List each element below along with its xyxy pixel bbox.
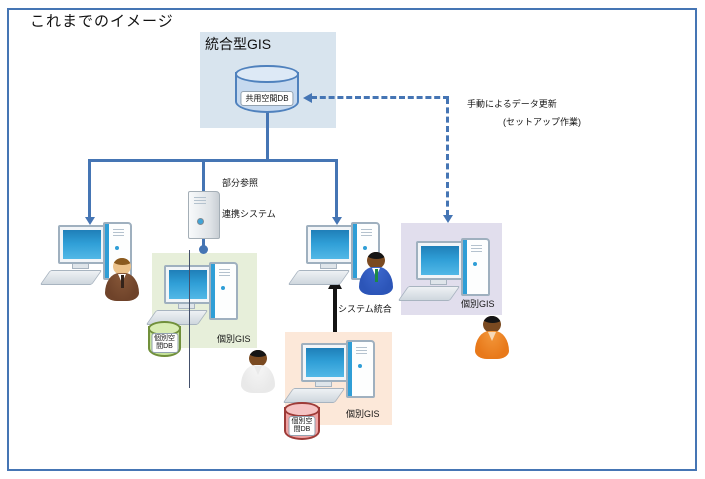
trunk-connector (88, 159, 338, 162)
tower-icon (346, 340, 375, 398)
individual-db-red-icon: 個別空間DB (284, 402, 320, 440)
monitor-screen (421, 246, 459, 275)
right-branch-connector (335, 159, 338, 218)
monitor-icon (58, 225, 106, 264)
linked-system-server-icon (188, 191, 220, 239)
server-vents (194, 197, 206, 206)
left-branch-arrowhead (85, 217, 95, 225)
keyboard-icon (282, 388, 346, 403)
keyboard-icon (287, 270, 351, 285)
individual-db-green-icon: 個別空間DB (148, 321, 181, 357)
person-head (249, 350, 267, 367)
person-head (483, 316, 501, 333)
monitor-icon (164, 265, 212, 304)
system-integration-arrow-shaft (333, 288, 337, 332)
dashed-connector-horizontal (311, 96, 449, 99)
middle-branch-endpoint-dot (199, 245, 208, 254)
monitor-screen (63, 230, 101, 259)
dashed-connector-vertical (446, 98, 449, 216)
manual-update-label-line2: (セットアップ作業) (503, 117, 581, 127)
individual-db-red-label: 個別空間DB (288, 415, 316, 436)
workstation-orange-icon (282, 340, 375, 410)
shared-spatial-db-icon: 共用空間DB (235, 65, 299, 113)
person-body (241, 365, 275, 393)
person-body (359, 267, 393, 295)
monitor-icon (306, 225, 354, 264)
partial-reference-label: 部分参照 (222, 178, 259, 188)
db-cylinder-cap (235, 65, 299, 84)
individual-gis-purple-label: 個別GIS (461, 299, 495, 309)
user-middle-icon (358, 252, 394, 296)
person-head (113, 258, 131, 275)
tower-icon (461, 238, 490, 296)
keyboard-icon (39, 270, 103, 285)
user-green-icon (240, 350, 276, 394)
tower-icon (209, 262, 238, 320)
dashed-arrowhead-to-individual-gis (443, 215, 453, 223)
individual-db-green-label: 個別空間DB (151, 332, 178, 353)
user-left-icon (104, 258, 140, 302)
monitor-screen (311, 230, 349, 259)
system-integration-label: システム統合 (338, 304, 392, 314)
monitor-icon (416, 241, 464, 280)
linked-system-label: 連携システム (222, 209, 276, 219)
person-body (105, 273, 139, 301)
workstation-purple-icon (397, 238, 490, 308)
monitor-screen (169, 270, 207, 299)
dashed-arrowhead-to-shared-db (303, 93, 312, 103)
diagram-title: これまでのイメージ (30, 13, 174, 30)
workstation-green-icon (145, 262, 238, 332)
monitor-icon (301, 343, 349, 382)
right-branch-arrowhead (332, 217, 342, 225)
individual-gis-orange-label: 個別GIS (346, 409, 380, 419)
monitor-screen (306, 348, 344, 377)
user-purple-icon (474, 316, 510, 360)
individual-gis-green-label: 個別GIS (217, 334, 251, 344)
workstation-middle-icon (287, 222, 380, 292)
person-body (475, 331, 509, 359)
server-power-light (197, 218, 204, 225)
shared-db-label: 共用空間DB (240, 91, 294, 106)
integrated-gis-title: 統合型GIS (205, 36, 272, 52)
left-branch-connector (88, 159, 91, 218)
keyboard-icon (397, 286, 461, 301)
person-head (367, 252, 385, 269)
manual-update-label-line1: 手動によるデータ更新 (467, 99, 557, 109)
divider-line (189, 250, 190, 388)
db-trunk-connector (266, 111, 269, 161)
